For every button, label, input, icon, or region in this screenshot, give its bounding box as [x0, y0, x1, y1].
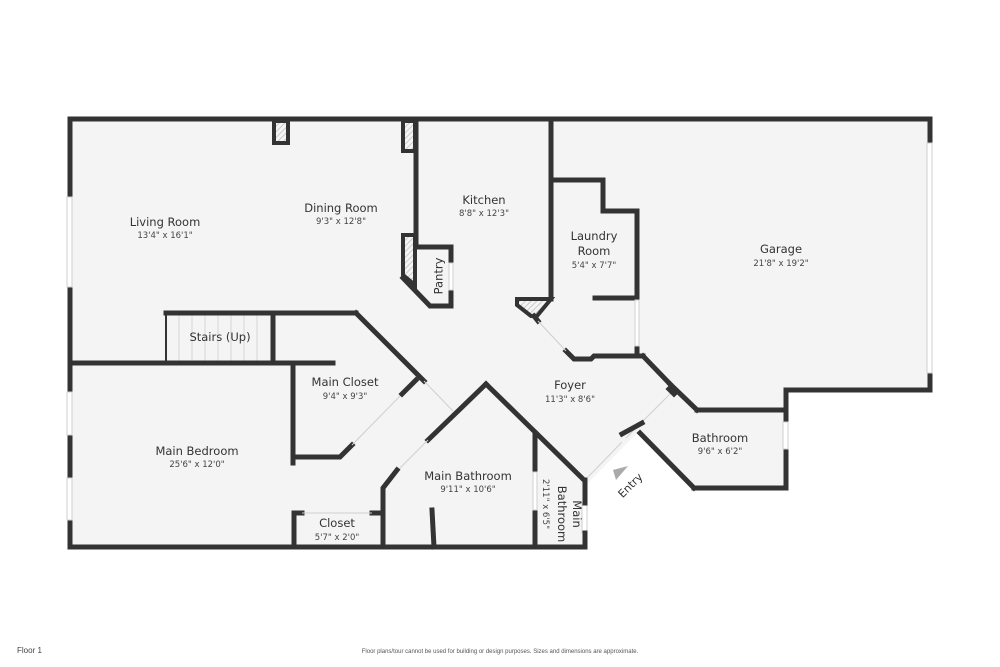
- stair-treads: [178, 314, 258, 361]
- room-name: Kitchen: [462, 193, 505, 207]
- floor-area: [70, 119, 930, 547]
- entry-arrow-icon: [613, 466, 628, 480]
- room-dimensions: 8'8" x 12'3": [459, 209, 509, 219]
- room-name: Living Room: [130, 215, 201, 229]
- room-name: Garage: [760, 242, 802, 256]
- room-stairs: Stairs (Up): [189, 330, 250, 344]
- room-dimensions: 9'6" x 6'2": [698, 447, 743, 457]
- room-name: Foyer: [554, 378, 586, 392]
- room-name-line1: Laundry: [571, 229, 618, 243]
- room-dimensions: 9'11" x 10'6": [440, 485, 495, 495]
- room-laundry: Laundry Room 5'4" x 7'7": [571, 229, 618, 271]
- room-name: Bathroom: [692, 431, 748, 445]
- room-dimensions: 11'3" x 8'6": [545, 395, 595, 405]
- disclaimer: Floor plans/tour cannot be used for buil…: [361, 649, 639, 655]
- room-name-line2: Room: [578, 244, 611, 258]
- room-name: Main Bathroom: [424, 469, 512, 483]
- room-name-line1: Main: [570, 500, 584, 527]
- room-dimensions: 5'7" x 2'0": [315, 533, 360, 543]
- room-name: Stairs (Up): [189, 330, 250, 344]
- interior-walls: [67, 116, 701, 550]
- room-pantry: Pantry: [432, 257, 446, 294]
- room-dimensions: 9'4" x 9'3": [323, 392, 368, 402]
- room-dimensions: 9'3" x 12'8": [316, 217, 366, 227]
- room-name: Closet: [319, 516, 355, 530]
- floor-label: Floor 1: [17, 646, 42, 655]
- room-bathroom: Bathroom 9'6" x 6'2": [692, 431, 748, 457]
- room-dimensions: 5'4" x 7'7": [572, 261, 617, 271]
- windows: [66, 142, 933, 534]
- room-main-bedroom: Main Bedroom 25'6" x 12'0": [155, 444, 238, 470]
- room-foyer: Foyer 11'3" x 8'6": [545, 378, 595, 405]
- room-closet: Closet 5'7" x 2'0": [315, 516, 360, 543]
- room-dimensions: 2'11" x 6'5": [540, 479, 550, 529]
- room-dining-room: Dining Room 9'3" x 12'8": [304, 201, 378, 227]
- room-name: Main Bedroom: [155, 444, 238, 458]
- room-name-line2: Bathroom: [555, 486, 569, 542]
- room-name: Pantry: [432, 257, 446, 294]
- room-main-bathroom: Main Bathroom 9'11" x 10'6": [424, 469, 512, 495]
- room-garage: Garage 21'8" x 19'2": [753, 242, 808, 269]
- room-main-bathroom-small: Main Bathroom 2'11" x 6'5": [540, 479, 584, 542]
- room-living-room: Living Room 13'4" x 16'1": [130, 215, 201, 241]
- room-dimensions: 13'4" x 16'1": [137, 231, 192, 241]
- room-name: Main Closet: [312, 375, 379, 389]
- room-kitchen: Kitchen 8'8" x 12'3": [459, 193, 509, 219]
- room-name: Dining Room: [304, 201, 378, 215]
- room-dimensions: 25'6" x 12'0": [169, 460, 224, 470]
- outer-walls: [67, 116, 933, 550]
- room-main-closet: Main Closet 9'4" x 9'3": [312, 375, 379, 402]
- room-dimensions: 21'8" x 19'2": [753, 259, 808, 269]
